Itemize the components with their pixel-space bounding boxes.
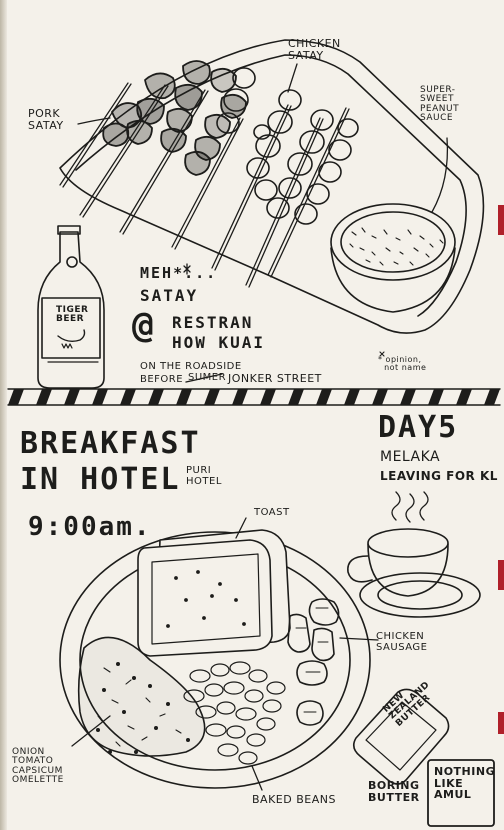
pork-satay-meat	[102, 60, 247, 176]
label-breakfast: BREAKFAST	[20, 426, 201, 461]
label-footnote: * opinion, not name	[378, 355, 427, 373]
divider-band	[7, 388, 501, 406]
coffee-cup	[347, 491, 481, 618]
omelette	[71, 636, 206, 757]
tiger-beer-bottle	[37, 225, 105, 389]
label-leaving-for-kl: LEAVING FOR KL	[380, 469, 498, 483]
page-tab-middle	[498, 560, 504, 590]
amul-box	[427, 759, 495, 827]
label-peanut-sauce: SUPER- SWEET PEANUT SAUCE	[420, 85, 460, 124]
label-omelette: ONION TOMATO CAPSICUM OMELETTE	[12, 747, 64, 786]
label-chicken-sausage: CHICKEN SAUSAGE	[376, 631, 428, 653]
satay-skewers	[59, 82, 350, 288]
label-in-hotel: IN HOTEL	[20, 462, 181, 497]
footnote-asterisk	[379, 351, 385, 357]
label-meh: MEH*...	[140, 264, 218, 282]
peanut-sauce-bowl	[330, 203, 456, 313]
label-tiger-beer: TIGER BEER	[56, 305, 89, 325]
label-chicken-satay: CHICKEN SATAY	[288, 37, 341, 62]
label-restran: RESTRAN	[172, 313, 254, 332]
label-how-kuai: HOW KUAI	[172, 333, 266, 352]
book-spine	[0, 0, 7, 830]
label-toast: TOAST	[254, 507, 290, 518]
label-time: 9:00am.	[28, 512, 152, 542]
page-tab-bottom	[498, 712, 504, 734]
label-puri-hotel: PURI HOTEL	[186, 465, 222, 487]
butter-pack	[352, 688, 450, 785]
page-tab-top	[498, 205, 504, 235]
satay-plate-illustration	[59, 39, 485, 334]
label-nothing-like-amul: NOTHING LIKE AMUL	[434, 765, 496, 802]
chicken-satay-meat	[216, 67, 359, 225]
label-pork-satay: PORK SATAY	[28, 107, 64, 132]
label-jonker-street: JONKER STREET	[228, 372, 322, 385]
label-melaka: MELAKA	[380, 449, 441, 465]
label-day: DAY5	[378, 410, 459, 445]
toast-slices	[137, 517, 291, 657]
at-sign: @	[132, 305, 156, 346]
label-roadside-2: BEFORE	[140, 374, 184, 385]
label-baked-beans: BAKED BEANS	[252, 793, 336, 806]
baked-beans	[183, 661, 286, 791]
label-satay: SATAY	[140, 286, 199, 305]
label-roadside-1: ON THE ROADSIDE	[140, 361, 242, 372]
chicken-sausages	[287, 598, 379, 726]
top-leader-lines	[77, 63, 449, 213]
label-struck-word: SUMER	[188, 372, 227, 383]
meh-asterisk	[183, 263, 191, 275]
label-boring-butter: BORING BUTTER	[368, 779, 420, 804]
strike-line	[185, 373, 223, 383]
